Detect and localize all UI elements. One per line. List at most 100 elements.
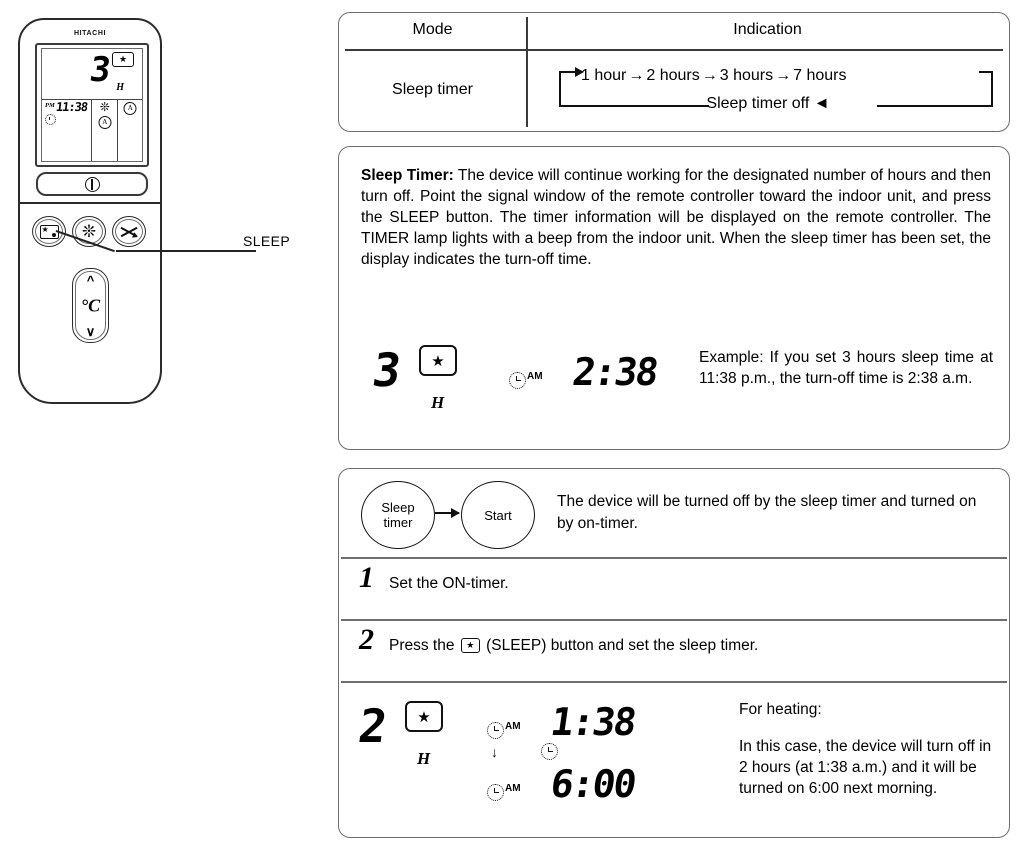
mode-indication-table: Mode Indication Sleep timer 1 hour→2 hou… [338, 12, 1010, 132]
step-2-text-before: Press the [389, 637, 459, 654]
clock-icon [45, 114, 56, 125]
table-header-rule [345, 49, 1003, 51]
flow-arrow-icon [435, 508, 460, 518]
table-body: Mode Indication Sleep timer 1 hour→2 hou… [339, 13, 1009, 131]
cycle-arrow-3: → [775, 67, 792, 84]
sleep-timer-description-panel: Sleep Timer: The device will continue wo… [338, 146, 1010, 450]
steps-divider-3 [341, 681, 1007, 683]
lcd-hours-value: 3 [86, 50, 111, 90]
lcd-divider [42, 99, 142, 100]
chevron-up-icon[interactable]: ^ [86, 273, 95, 288]
remote-divider [20, 202, 160, 204]
heating-title: For heating: [739, 701, 822, 718]
bottom-time-display-1: AM 1:38 [487, 700, 638, 744]
flow-node-sleep-timer: Sleep timer [361, 481, 435, 549]
fan-icon: ❊ [99, 100, 110, 114]
steps-divider-2 [341, 619, 1007, 621]
step-2-number: 2 [359, 623, 374, 656]
lcd-screen: 3 ★ H PM 11:38 ❊ A [35, 43, 149, 167]
cycle-loop-right-vertical [991, 71, 993, 107]
bottom-am-label-1: AM [505, 720, 521, 732]
cycle-steps: 1 hour→2 hours→3 hours→7 hours [581, 67, 847, 85]
example-hours-value: 3 [369, 343, 403, 397]
table-cell-mode: Sleep timer [392, 81, 473, 98]
flow-node-sleep-line1: Sleep [381, 500, 415, 515]
sleep-star-icon: ★ [460, 638, 480, 654]
heating-note: For heating: In this case, the device wi… [739, 699, 993, 799]
cycle-loop-left-vertical [559, 71, 561, 107]
table-column-rule [526, 17, 528, 127]
cycle-off-label: Sleep timer off [706, 95, 810, 112]
fan-auto-icon: A [98, 116, 112, 129]
cycle-loop-entry-arrowhead [575, 67, 584, 77]
lcd-hours-unit: H [116, 82, 124, 93]
step-1-row: 1 Set the ON-timer. [339, 557, 1009, 619]
example-am-label: AM [527, 370, 543, 382]
lcd-top-region: 3 ★ H [42, 49, 142, 99]
step-1-number: 1 [359, 561, 374, 594]
bottom-am-label-2: AM [505, 782, 521, 794]
cycle-arrow-2: → [701, 67, 718, 84]
step-2-text: Press the ★ (SLEEP) button and set the s… [389, 637, 995, 655]
table-header-mode: Mode [412, 21, 453, 38]
example-hours-display: 3 ★ H [367, 343, 477, 431]
bottom-hours-value: 2 [355, 699, 389, 753]
sleep-timer-steps-panel: Sleep timer Start The device will be tur… [338, 468, 1010, 838]
mode-auto-icon: A [123, 102, 137, 115]
sleep-star-icon: ★ [419, 345, 457, 376]
table-header-indication: Indication [733, 21, 802, 38]
sleep-callout-label: SLEEP [243, 233, 291, 249]
cycle-arrow-1: → [628, 67, 645, 84]
chevron-down-icon[interactable]: ∨ [85, 324, 96, 339]
bottom-time-value-2: 6:00 [547, 762, 638, 806]
cycle-step-4: 7 hours [793, 67, 847, 84]
description-paragraph: Sleep Timer: The device will continue wo… [361, 165, 991, 270]
lcd-time-value: 11:38 [55, 100, 88, 114]
power-button[interactable] [36, 172, 148, 196]
clock-icon [487, 784, 504, 802]
bottom-time-value-1: 1:38 [547, 700, 638, 744]
heating-body: In this case, the device will turn off i… [739, 738, 992, 797]
flow-note-text: The device will be turned off by the sle… [557, 493, 977, 532]
example-time-display: AM 2:38 [509, 350, 660, 394]
cycle-back-arrow: ◄ [813, 95, 830, 112]
callout-leader-horizontal [116, 250, 256, 252]
temperature-rocker[interactable]: ^ °C ∨ [72, 268, 109, 343]
cycle-loop-left-entry [559, 71, 577, 73]
lcd-fan-column: ❊ A [92, 100, 119, 161]
description-body: The device will continue working for the… [361, 167, 991, 268]
swing-louver-icon [120, 224, 140, 240]
lcd-status-columns: PM 11:38 ❊ A A [42, 100, 142, 161]
lcd-ampm-label: PM [45, 102, 55, 109]
bottom-hours-unit: H [417, 749, 431, 768]
example-figure-row: 3 ★ H AM 2:38 Example: If you set 3 hour… [359, 339, 993, 435]
cycle-step-2: 2 hours [646, 67, 700, 84]
temperature-unit-label: °C [80, 295, 101, 315]
step-2-row: 2 Press the ★ (SLEEP) button and set the… [339, 619, 1009, 681]
cycle-loop-bottom-left [559, 105, 709, 107]
clock-icon [509, 372, 526, 390]
example-hours-unit: H [431, 393, 445, 412]
bottom-figure-row: 2 ★ H AM 1:38 ↓ AM 6:00 For heating: In … [339, 681, 1009, 841]
bottom-transition-arrow: ↓ [491, 744, 498, 760]
flow-diagram: Sleep timer Start The device will be tur… [339, 469, 1009, 557]
power-icon [84, 176, 100, 192]
bottom-hours-display: 2 ★ H [353, 699, 463, 787]
fan-icon: ❊ [81, 222, 97, 241]
remote-body: HITACHI 3 ★ H PM 11:38 [18, 18, 162, 404]
sleep-timer-cycle-diagram: 1 hour→2 hours→3 hours→7 hours Sleep tim… [539, 57, 997, 127]
cycle-loop-right-top [979, 71, 993, 73]
cycle-step-3: 3 hours [719, 67, 774, 84]
clock-icon [487, 722, 504, 740]
cycle-off-row: Sleep timer off ◄ [539, 95, 997, 113]
flow-node-start: Start [461, 481, 535, 549]
sleep-star-icon: ★ [405, 701, 443, 732]
bottom-time-display-2: AM 6:00 [487, 762, 638, 806]
swing-louver-button[interactable] [112, 216, 146, 247]
remote-controller-figure: HITACHI 3 ★ H PM 11:38 [18, 18, 256, 408]
example-note-text: Example: If you set 3 hours sleep time a… [699, 349, 993, 387]
clock-icon [541, 743, 558, 760]
step-2-text-after: (SLEEP) button and set the sleep timer. [481, 637, 759, 654]
brand-logo: HITACHI [73, 30, 107, 37]
